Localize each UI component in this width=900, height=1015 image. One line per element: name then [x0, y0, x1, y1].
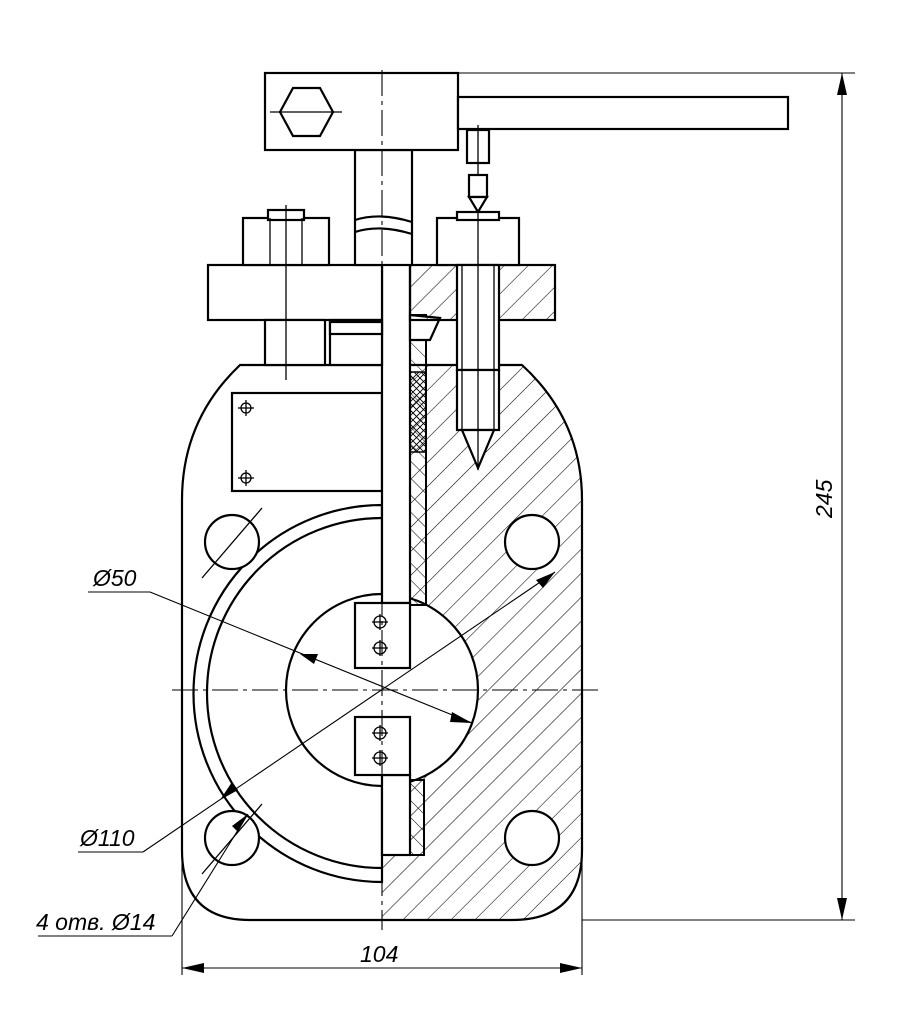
nameplate: [230, 391, 384, 493]
housing-body: [180, 363, 584, 922]
right-stud: [435, 200, 521, 471]
label-height: 245: [811, 479, 837, 519]
mounting-holes: [201, 507, 561, 875]
dimension-labels: Ø50 Ø110 4 отв. Ø14 104 245: [36, 479, 837, 967]
label-diameter-bore: Ø50: [92, 565, 137, 591]
dimension-lines: [38, 72, 855, 975]
center-lines: [172, 70, 598, 930]
label-holes: 4 отв. Ø14: [36, 909, 155, 935]
label-width: 104: [360, 941, 398, 967]
screw-shaft: [353, 148, 414, 267]
handle: [263, 71, 790, 215]
label-diameter-outer: Ø110: [79, 825, 135, 851]
left-stud: [241, 205, 331, 380]
